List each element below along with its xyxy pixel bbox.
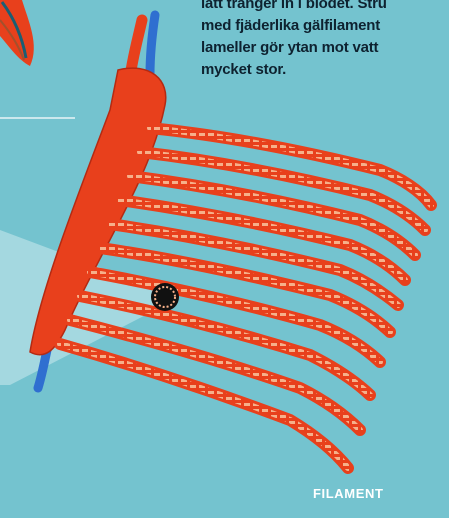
caption-line-2: med fjäderlika gälfilament	[201, 15, 449, 37]
caption-line-1: lätt tränger in i blodet. Stru	[201, 0, 449, 15]
magnifier-focus-icon	[151, 283, 179, 311]
fish-fin-icon	[0, 0, 34, 66]
vein-top	[150, 15, 155, 75]
caption-line-4: mycket stor.	[201, 59, 449, 81]
caption-line-3: lameller gör ytan mot vatt	[201, 37, 449, 59]
filament-label: FILAMENT	[313, 486, 384, 501]
caption-text: lätt tränger in i blodet. Stru med fjäde…	[201, 0, 449, 81]
